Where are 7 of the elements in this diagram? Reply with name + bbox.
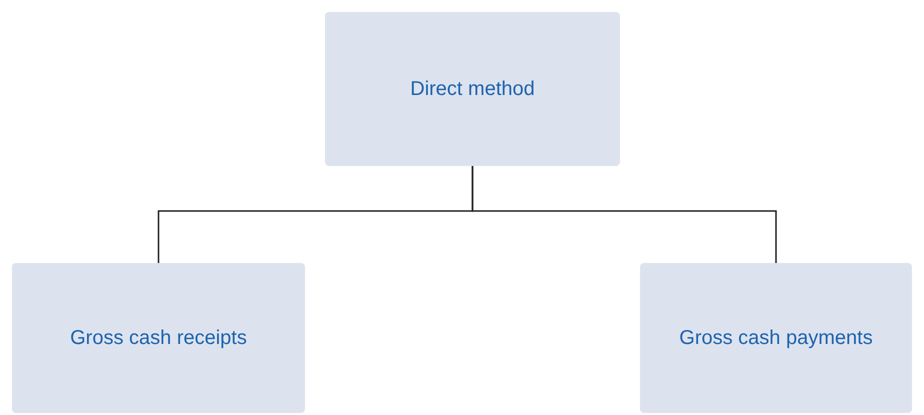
- box-label: Gross cash payments: [679, 326, 873, 350]
- box-label: Direct method: [410, 78, 535, 100]
- process-box: [12, 263, 305, 413]
- process-box: [640, 263, 912, 413]
- process-box: [325, 12, 620, 166]
- connector-line: [472, 166, 777, 263]
- box-label: Gross cash receipts: [70, 326, 247, 350]
